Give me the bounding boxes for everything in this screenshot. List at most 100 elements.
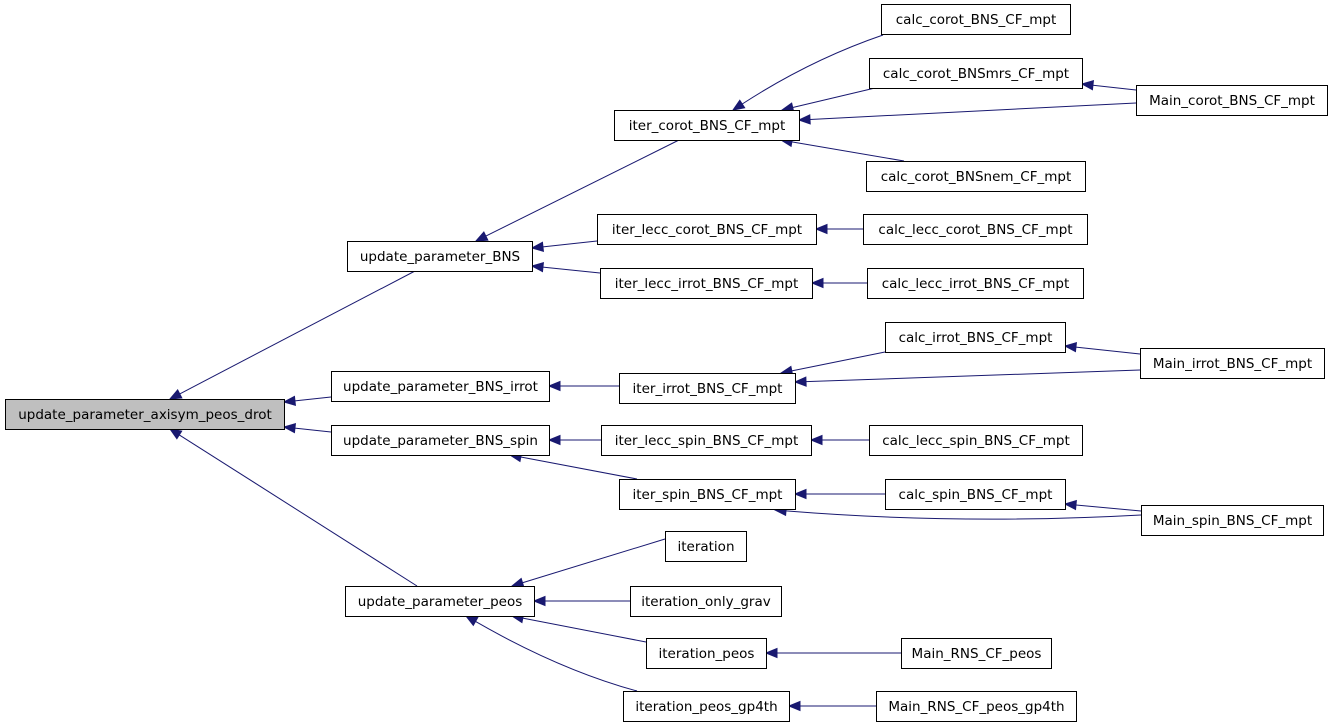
node-label: calc_corot_BNSmrs_CF_mpt	[883, 66, 1069, 82]
node-box	[869, 58, 1083, 89]
node-update-parameter-peos[interactable]: update_parameter_peos	[345, 586, 535, 617]
arrowhead-icon	[474, 231, 489, 242]
node-calc-spin-bns-cf-mpt[interactable]: calc_spin_BNS_CF_mpt	[885, 479, 1066, 510]
arrowhead-icon	[532, 595, 546, 607]
node-box	[881, 4, 1071, 35]
node-iter-corot-bns-cf-mpt[interactable]: iter_corot_BNS_CF_mpt	[614, 110, 800, 141]
arrowhead-icon	[168, 389, 183, 400]
node-main-rns-cf-peos[interactable]: Main_RNS_CF_peos	[901, 638, 1052, 669]
edge-calc-irrot-bns-cf-mpt-to-iter-irrot-bns-cf-mpt	[791, 351, 886, 372]
edge-main-corot-bns-cf-mpt-to-iter-corot-bns-cf-mpt	[809, 102, 1137, 120]
node-box	[876, 691, 1077, 722]
arrowhead-icon	[1063, 342, 1077, 353]
node-label: iter_lecc_irrot_BNS_CF_mpt	[615, 276, 799, 292]
edge-iteration-peos-to-update-parameter-peos	[522, 617, 647, 643]
arrowhead-icon	[530, 261, 544, 273]
node-box	[867, 268, 1084, 299]
node-box	[869, 425, 1083, 456]
node-box	[630, 586, 782, 617]
node-box	[623, 691, 790, 722]
edge-iteration-peos-gp4th-to-update-parameter-peos	[475, 621, 638, 692]
node-box	[331, 371, 550, 402]
node-label: iteration_only_grav	[641, 594, 770, 610]
edge-main-spin-bns-cf-mpt-to-iter-spin-bns-cf-mpt	[785, 510, 1142, 520]
node-calc-lecc-spin-bns-cf-mpt[interactable]: calc_lecc_spin_BNS_CF_mpt	[869, 425, 1083, 456]
node-label: iter_spin_BNS_CF_mpt	[633, 487, 783, 503]
node-label: iteration	[677, 539, 734, 555]
arrowhead-icon	[282, 395, 296, 406]
node-label: calc_corot_BNSnem_CF_mpt	[881, 169, 1072, 185]
node-box	[619, 479, 796, 510]
node-box	[345, 586, 535, 617]
node-update-parameter-bns[interactable]: update_parameter_BNS	[347, 241, 533, 272]
node-box	[600, 268, 813, 299]
arrowhead-icon	[510, 577, 525, 588]
edge-main-spin-bns-cf-mpt-to-calc-spin-bns-cf-mpt	[1075, 504, 1142, 512]
arrowhead-icon	[530, 241, 544, 252]
node-calc-corot-bns-cf-mpt[interactable]: calc_corot_BNS_CF_mpt	[881, 4, 1071, 35]
arrowhead-icon	[793, 376, 807, 387]
edge-main-irrot-bns-cf-mpt-to-calc-irrot-bns-cf-mpt	[1075, 346, 1141, 355]
edge-calc-corot-bnsnem-cf-mpt-to-iter-corot-bns-cf-mpt	[791, 141, 905, 162]
arrowhead-icon	[282, 423, 296, 434]
node-box	[885, 322, 1066, 353]
node-main-irrot-bns-cf-mpt[interactable]: Main_irrot_BNS_CF_mpt	[1140, 348, 1325, 379]
node-update-parameter-bns-irrot[interactable]: update_parameter_BNS_irrot	[331, 371, 550, 402]
node-box	[863, 214, 1088, 245]
node-iter-lecc-spin-bns-cf-mpt[interactable]: iter_lecc_spin_BNS_CF_mpt	[601, 425, 812, 456]
node-box	[665, 531, 747, 562]
edge-iter-lecc-corot-bns-cf-mpt-to-update-parameter-bns	[542, 240, 598, 248]
edge-update-parameter-bns-spin-to-update-parameter-axisym-peos-drot	[294, 427, 332, 433]
node-iteration-only-grav[interactable]: iteration_only_grav	[630, 586, 782, 617]
arrowhead-icon	[547, 434, 561, 446]
node-iter-lecc-corot-bns-cf-mpt[interactable]: iter_lecc_corot_BNS_CF_mpt	[597, 214, 817, 245]
edge-iter-spin-bns-cf-mpt-to-update-parameter-bns-spin	[520, 456, 638, 480]
node-label: iteration_peos	[659, 646, 755, 662]
node-label: Main_irrot_BNS_CF_mpt	[1153, 356, 1312, 372]
node-box	[866, 161, 1086, 192]
node-main-rns-cf-peos-gp4th[interactable]: Main_RNS_CF_peos_gp4th	[876, 691, 1077, 722]
node-update-parameter-bns-spin[interactable]: update_parameter_BNS_spin	[331, 425, 550, 456]
edge-calc-corot-bns-cf-mpt-to-iter-corot-bns-cf-mpt	[741, 34, 884, 105]
node-box	[597, 214, 817, 245]
node-label: Main_RNS_CF_peos	[912, 646, 1042, 662]
node-label: Main_RNS_CF_peos_gp4th	[888, 699, 1064, 715]
nodes-layer: update_parameter_axisym_peos_drot update_…	[5, 4, 1328, 722]
arrowhead-icon	[1063, 499, 1077, 511]
arrowhead-icon	[547, 380, 561, 392]
node-iter-spin-bns-cf-mpt[interactable]: iter_spin_BNS_CF_mpt	[619, 479, 796, 510]
node-box	[885, 479, 1066, 510]
edge-iter-lecc-irrot-bns-cf-mpt-to-update-parameter-bns	[542, 266, 601, 274]
node-iteration-peos[interactable]: iteration_peos	[646, 638, 767, 669]
node-label: Main_spin_BNS_CF_mpt	[1153, 513, 1312, 529]
node-calc-corot-bnsnem-cf-mpt[interactable]: calc_corot_BNSnem_CF_mpt	[866, 161, 1086, 192]
node-label: iter_irrot_BNS_CF_mpt	[633, 381, 783, 397]
node-label: iteration_peos_gp4th	[635, 699, 777, 715]
node-iter-lecc-irrot-bns-cf-mpt[interactable]: iter_lecc_irrot_BNS_CF_mpt	[600, 268, 813, 299]
node-box	[5, 399, 285, 430]
node-iteration-peos-gp4th[interactable]: iteration_peos_gp4th	[623, 691, 790, 722]
arrowhead-icon	[793, 488, 807, 500]
node-iter-irrot-bns-cf-mpt[interactable]: iter_irrot_BNS_CF_mpt	[619, 373, 796, 404]
node-main-corot-bns-cf-mpt[interactable]: Main_corot_BNS_CF_mpt	[1136, 85, 1328, 116]
arrowhead-icon	[797, 114, 811, 125]
edge-main-corot-bns-cf-mpt-to-calc-corot-bnsmrs-cf-mpt	[1092, 84, 1137, 91]
node-label: update_parameter_BNS	[360, 249, 520, 265]
node-box	[901, 638, 1052, 669]
edge-update-parameter-bns-irrot-to-update-parameter-axisym-peos-drot	[294, 396, 332, 402]
node-label: calc_lecc_spin_BNS_CF_mpt	[882, 433, 1070, 449]
node-label: iter_corot_BNS_CF_mpt	[629, 118, 786, 134]
arrowhead-icon	[168, 428, 183, 440]
node-update-parameter-axisym-peos-drot[interactable]: update_parameter_axisym_peos_drot	[5, 399, 285, 430]
node-calc-lecc-irrot-bns-cf-mpt[interactable]: calc_lecc_irrot_BNS_CF_mpt	[867, 268, 1084, 299]
node-iteration[interactable]: iteration	[665, 531, 747, 562]
node-calc-lecc-corot-bns-cf-mpt[interactable]: calc_lecc_corot_BNS_CF_mpt	[863, 214, 1088, 245]
node-label: update_parameter_peos	[358, 594, 523, 610]
node-box	[347, 241, 533, 272]
node-box	[614, 110, 800, 141]
node-label: calc_corot_BNS_CF_mpt	[896, 12, 1057, 28]
node-calc-corot-bnsmrs-cf-mpt[interactable]: calc_corot_BNSmrs_CF_mpt	[869, 58, 1083, 89]
node-main-spin-bns-cf-mpt[interactable]: Main_spin_BNS_CF_mpt	[1141, 505, 1324, 536]
node-calc-irrot-bns-cf-mpt[interactable]: calc_irrot_BNS_CF_mpt	[885, 322, 1066, 353]
node-box	[1141, 505, 1324, 536]
